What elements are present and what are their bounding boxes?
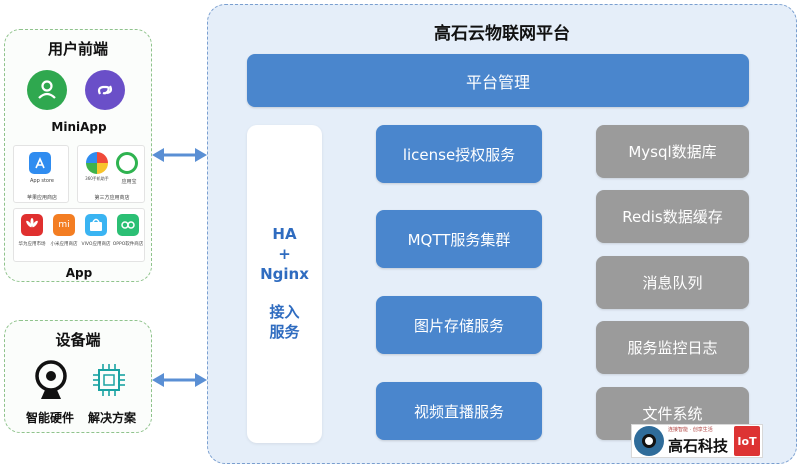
link-icon (85, 70, 125, 110)
iot-badge: IoT (734, 426, 760, 456)
miniapp-label: MiniApp (51, 120, 107, 134)
brand-logo-icon (634, 426, 664, 456)
360-icon (86, 152, 108, 174)
android-stores-box: mi 华为应用市场 小米应用商店 VIVO应用商店 OPPO软件商店 (13, 208, 145, 262)
monitor-log-box: 服务监控日志 (596, 321, 749, 374)
store-caption: 第三方应用商店 (94, 195, 130, 201)
store-caption: VIVO应用商店 (81, 242, 111, 247)
gateway-service-label: 服务 (269, 323, 300, 341)
platform-title: 高石云物联网平台 (434, 24, 570, 44)
store-name: 360手机助手 (85, 176, 109, 181)
brand-name: 高石科技 (668, 437, 729, 455)
vivo-icon (85, 214, 107, 236)
mqtt-cluster-box: MQTT服务集群 (376, 210, 542, 268)
store-caption: 华为应用市场 (18, 242, 46, 247)
device-panel: 设备端 智能硬件 解决方案 (4, 320, 152, 433)
gateway-plus-label: + (278, 245, 291, 263)
store-caption: 小米应用商店 (50, 242, 78, 247)
store-name: 应用宝 (121, 179, 137, 185)
platform-management-box: 平台管理 (247, 54, 749, 107)
store-caption: 苹果应用商店 (26, 195, 57, 201)
camera-icon (33, 359, 69, 403)
double-arrow-icon (152, 373, 207, 387)
solution-label: 解决方案 (87, 411, 136, 425)
yingyongbao-icon (116, 152, 138, 174)
message-queue-box: 消息队列 (596, 256, 749, 309)
user-frontend-panel: 用户前端 MiniApp App store 苹果应用商店 360手机助手 应用… (4, 29, 152, 282)
video-live-box: 视频直播服务 (376, 382, 542, 440)
gateway-box: HA + Nginx 接入 服务 (247, 125, 322, 443)
store-caption: OPPO软件商店 (112, 242, 144, 247)
user-frontend-title: 用户前端 (47, 40, 108, 58)
app-store-icon (29, 152, 51, 174)
xiaomi-icon: mi (53, 214, 75, 236)
mysql-box: Mysql数据库 (596, 125, 749, 178)
third-party-store-box: 360手机助手 应用宝 第三方应用商店 (77, 145, 145, 203)
redis-box: Redis数据缓存 (596, 190, 749, 243)
brand-watermark: 连接智能 · 创享生活 高石科技 IoT (631, 424, 763, 458)
app-label: App (65, 266, 93, 280)
chip-icon (91, 361, 127, 401)
gateway-access-label: 接入 (269, 303, 300, 321)
app-store-box: App store 苹果应用商店 (13, 145, 69, 203)
license-service-box: license授权服务 (376, 125, 542, 183)
gateway-nginx-label: Nginx (260, 265, 309, 283)
brand-slogan: 连接智能 · 创享生活 (668, 427, 713, 433)
gateway-ha-label: HA (272, 225, 297, 243)
user-icon (27, 70, 67, 110)
device-title: 设备端 (55, 331, 101, 349)
double-arrow-icon (152, 148, 207, 162)
oppo-icon (117, 214, 139, 236)
image-storage-box: 图片存储服务 (376, 296, 542, 354)
smart-hardware-label: 智能硬件 (25, 411, 74, 425)
huawei-icon (21, 214, 43, 236)
store-name: App store (29, 178, 54, 184)
